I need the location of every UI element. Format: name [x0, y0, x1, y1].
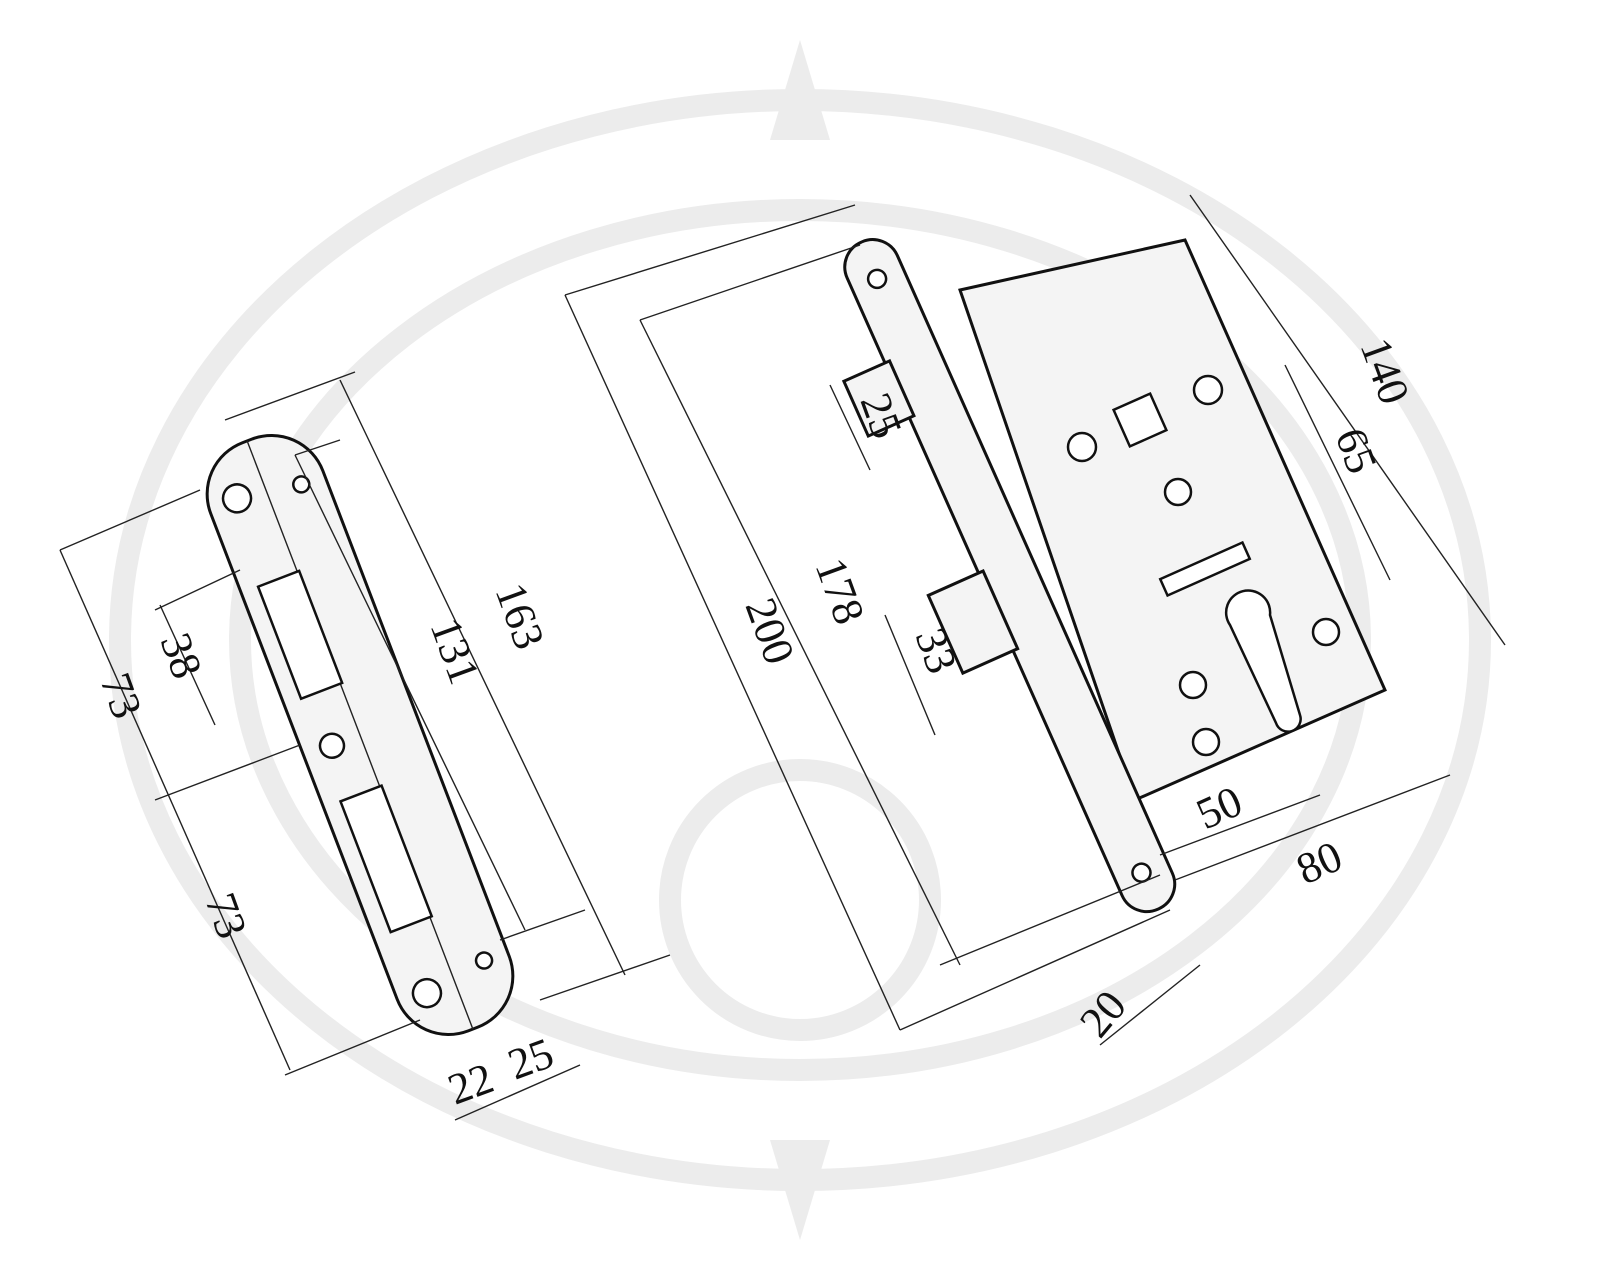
dim-131: 131: [421, 612, 490, 691]
spindle-hole-icon: [1111, 391, 1169, 449]
dimension-lines: [59, 194, 1506, 1121]
dim-163: 163: [486, 577, 555, 656]
dim-25: 25: [502, 1028, 560, 1089]
dead-bolt: [926, 569, 1020, 676]
latch-opening: [256, 569, 344, 701]
dim-38: 38: [151, 627, 212, 685]
mortise-lock-body: [841, 238, 1387, 914]
dim-73-upper: 73: [91, 667, 152, 725]
dim-65: 65: [1326, 422, 1387, 480]
dim-200: 200: [736, 592, 805, 671]
strike-plate: [205, 433, 515, 1037]
screw-hole-icon: [318, 732, 346, 760]
screw-hole-icon: [411, 977, 443, 1009]
screw-hole-icon: [221, 483, 253, 514]
latch-bolt: [841, 358, 916, 439]
dim-178: 178: [806, 552, 875, 631]
bolt-opening: [338, 784, 434, 934]
cylinder-hole-icon: [1224, 589, 1302, 733]
dim-50: 50: [1189, 776, 1249, 839]
